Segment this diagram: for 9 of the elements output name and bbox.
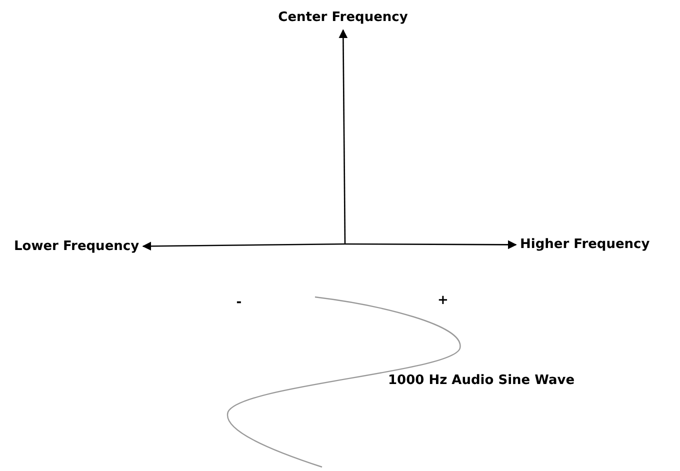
- arrow: [338, 29, 348, 244]
- minus-sign: -: [236, 295, 242, 311]
- axis-label: Center Frequency: [278, 10, 408, 26]
- arrow: [345, 240, 517, 250]
- plus-sign: +: [438, 293, 448, 309]
- axis-label: Lower Frequency: [14, 239, 140, 255]
- axis-label: Higher Frequency: [520, 237, 650, 253]
- wave-caption: 1000 Hz Audio Sine Wave: [388, 373, 575, 389]
- arrow: [142, 242, 345, 251]
